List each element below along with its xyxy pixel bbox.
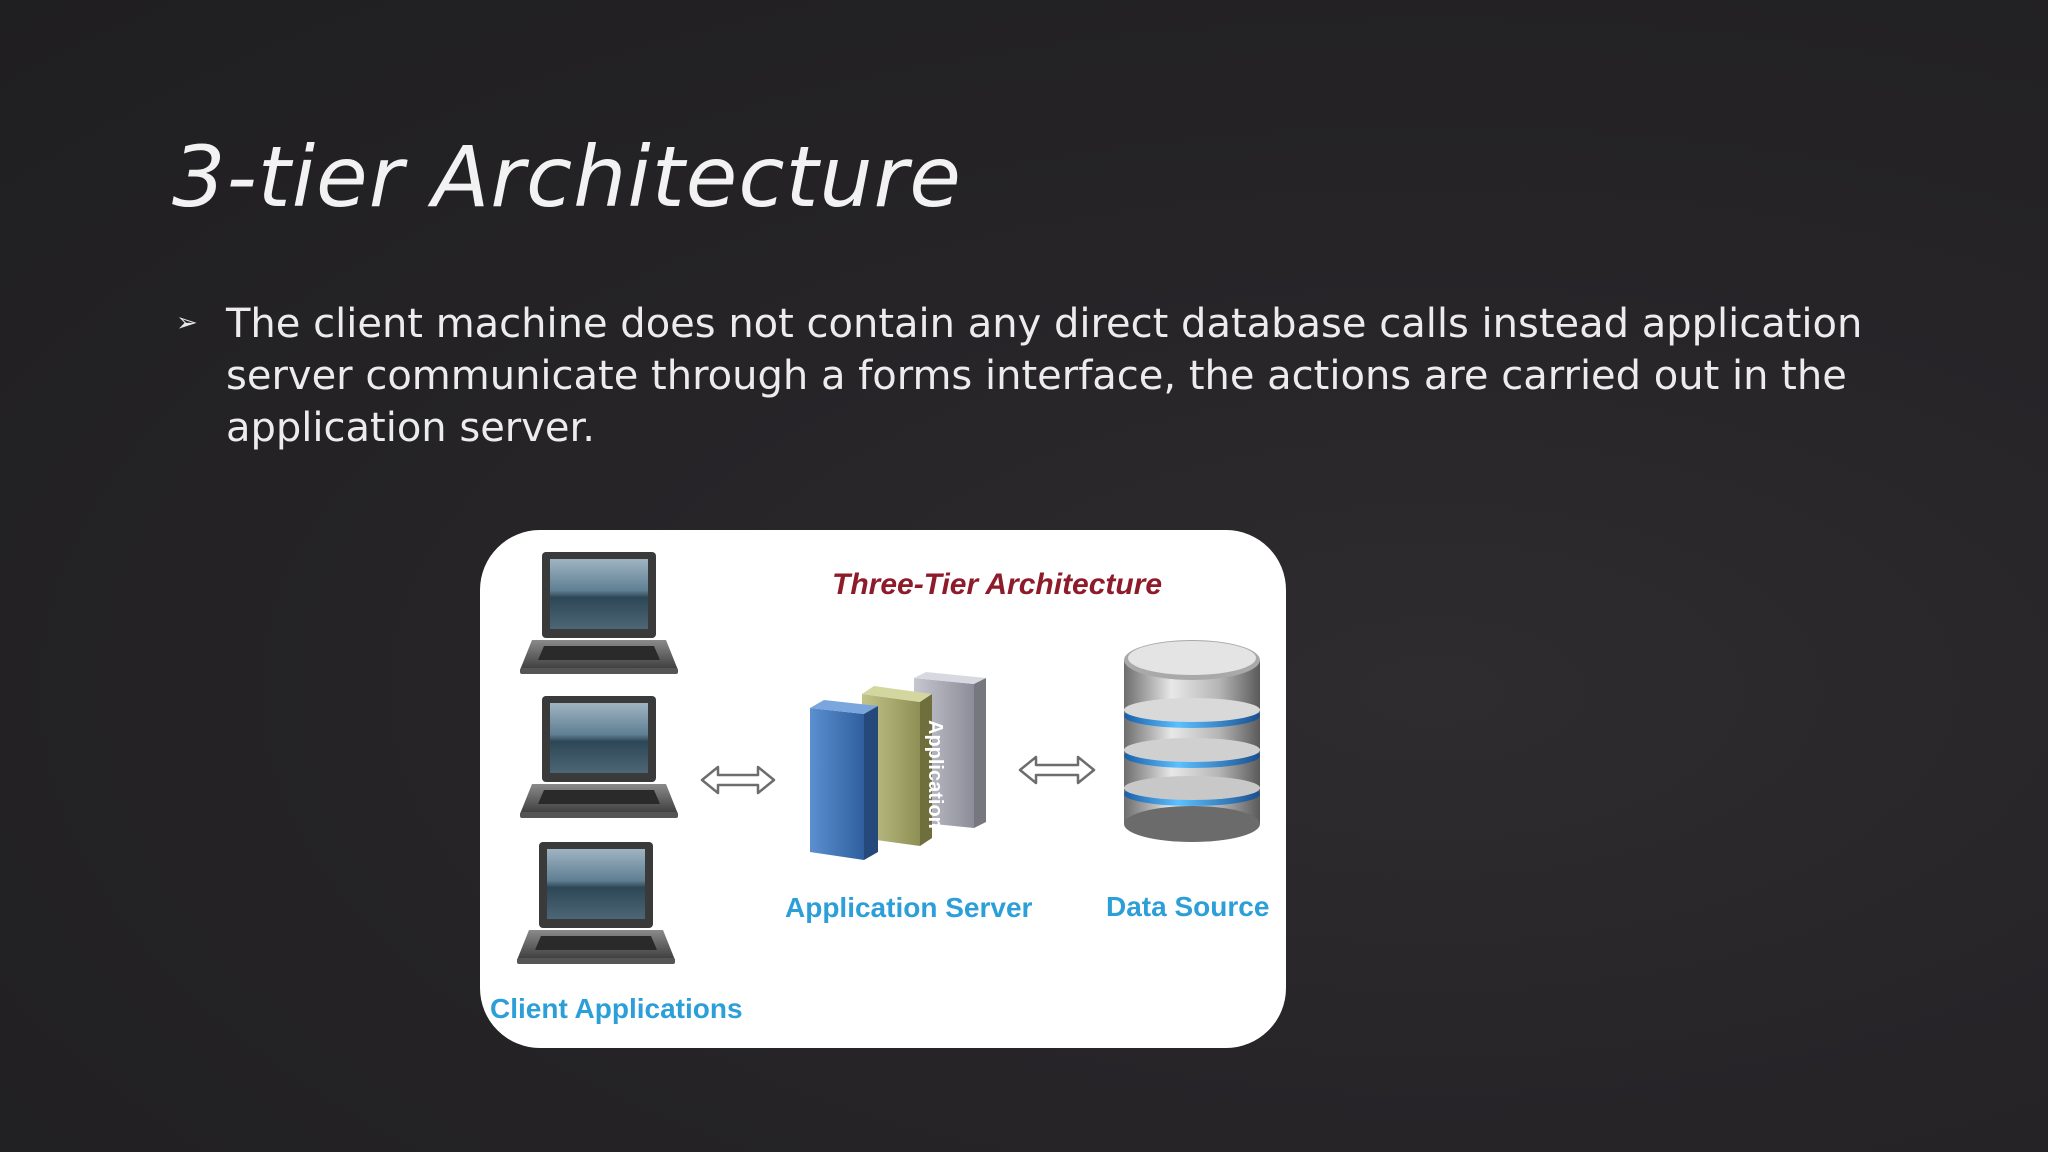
- server-book-label: Application: [924, 720, 946, 829]
- diagram-title: Three-Tier Architecture: [832, 568, 1163, 601]
- diagram-graphics: Application: [517, 552, 1260, 964]
- double-arrow-icon: [700, 765, 776, 795]
- laptop-icon: [520, 696, 678, 818]
- bullet-arrow-icon: ➢: [176, 308, 198, 338]
- laptop-icon: [517, 842, 675, 964]
- three-tier-diagram: Application: [480, 530, 1286, 1048]
- slide-title: 3-tier Architecture: [172, 128, 962, 226]
- laptop-icon: [520, 552, 678, 674]
- bullet-text: The client machine does not contain any …: [226, 301, 1863, 451]
- application-server-label: Application Server: [785, 892, 1033, 923]
- data-source-label: Data Source: [1106, 891, 1270, 922]
- double-arrow-icon: [1018, 755, 1096, 785]
- database-icon: [1124, 640, 1260, 842]
- client-applications-label: Client Applications: [490, 993, 743, 1024]
- application-server-icon: Application: [810, 672, 986, 860]
